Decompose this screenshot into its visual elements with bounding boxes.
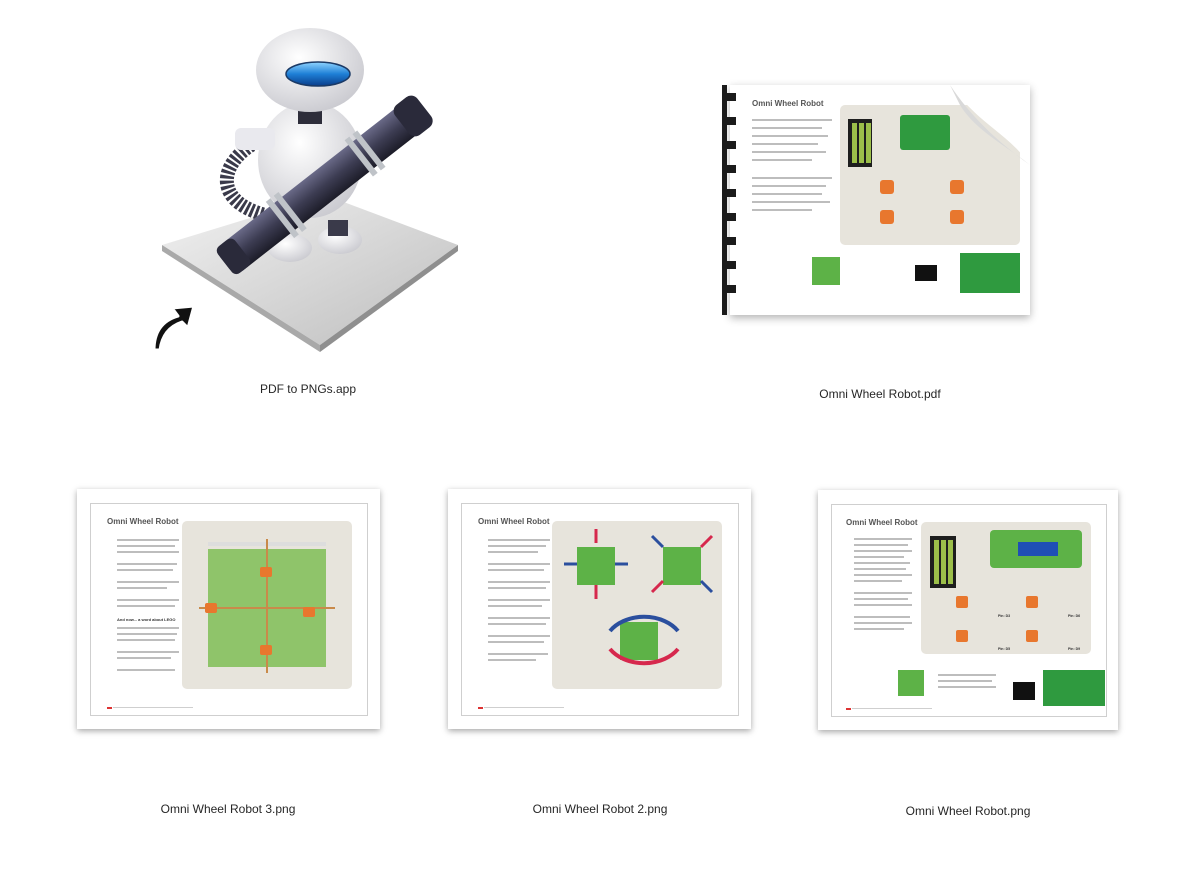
png-thumbnail-icon[interactable]: Omni Wheel Robot And now... a word about… xyxy=(77,489,380,729)
file-name-label: Omni Wheel Robot 3.png xyxy=(160,802,296,816)
file-name-label: Omni Wheel Robot 2.png xyxy=(532,802,668,816)
pin-label: Pin: D6 xyxy=(1068,614,1081,618)
png-thumbnail-icon[interactable]: Omni Wheel Robot Pin: D3 Pin: D6 Pin: D5… xyxy=(818,490,1118,730)
pin-label: Pin: D3 xyxy=(998,614,1011,618)
preview-title: Omni Wheel Robot xyxy=(752,99,824,108)
file-name-label: Omni Wheel Robot.png xyxy=(905,804,1031,818)
file-omni-wheel-robot-2-png[interactable]: Omni Wheel Robot xyxy=(440,480,760,820)
file-pdf-to-pngs-app[interactable]: PDF to PNGs.app xyxy=(140,0,470,400)
alias-arrow-icon xyxy=(148,300,198,355)
file-name-label: Omni Wheel Robot.pdf xyxy=(819,387,941,401)
file-omni-wheel-robot-pdf[interactable]: Omni Wheel Robot xyxy=(700,70,1040,410)
file-omni-wheel-robot-3-png[interactable]: Omni Wheel Robot And now... a word about… xyxy=(70,480,390,820)
automator-robot-icon[interactable] xyxy=(140,0,470,370)
preview-title: Omni Wheel Robot xyxy=(107,517,179,526)
preview-title: Omni Wheel Robot xyxy=(846,518,918,527)
pin-label: Pin: D9 xyxy=(1068,647,1081,651)
preview-title: Omni Wheel Robot xyxy=(478,517,550,526)
spiral-binding xyxy=(720,85,738,315)
pin-label: Pin: D5 xyxy=(998,647,1011,651)
file-omni-wheel-robot-png[interactable]: Omni Wheel Robot Pin: D3 Pin: D6 Pin: D5… xyxy=(810,480,1130,820)
png-thumbnail-icon[interactable]: Omni Wheel Robot xyxy=(448,489,751,729)
preview-section-heading: And now... a word about LEGO xyxy=(117,617,176,622)
pdf-preview-icon[interactable]: Omni Wheel Robot xyxy=(715,80,1035,325)
file-name-label: PDF to PNGs.app xyxy=(259,382,357,396)
